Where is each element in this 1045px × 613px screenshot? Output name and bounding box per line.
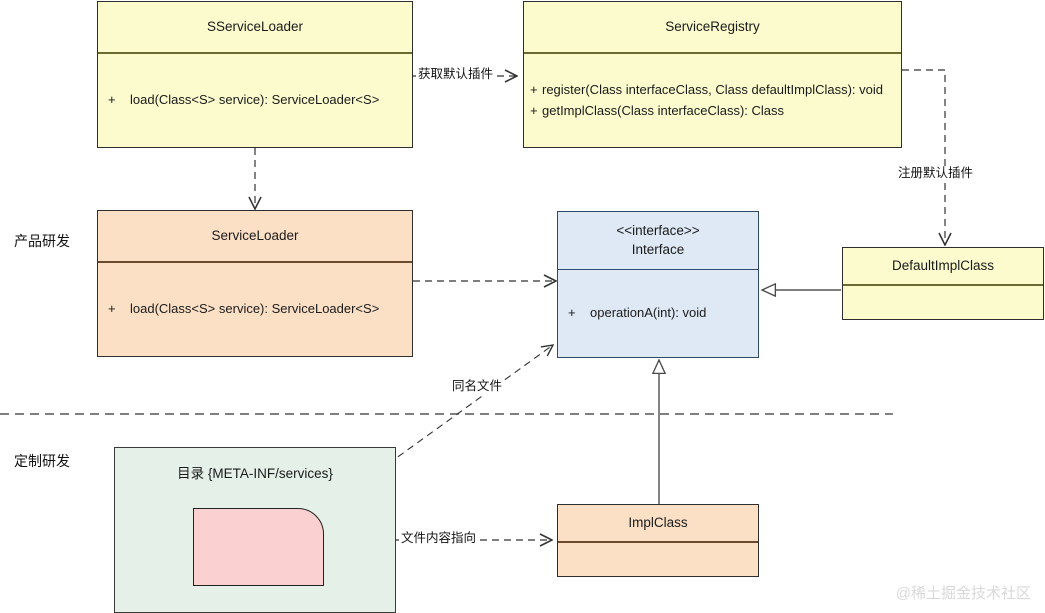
class-stereotype-interface: <<interface>> xyxy=(616,223,700,239)
class-header-impl-class: ImplClass xyxy=(558,505,758,543)
edge-label-file-content-points-to: 文件内容指向 xyxy=(399,531,479,546)
member-signature: operationA(int): void xyxy=(590,305,707,321)
class-member: + load(Class<S> service): ServiceLoader<… xyxy=(108,299,412,319)
member-signature: getImplClass(Class interfaceClass): Clas… xyxy=(542,102,785,118)
class-name-impl-class: ImplClass xyxy=(628,514,688,530)
class-members-service-loader: + load(Class<S> service): ServiceLoader<… xyxy=(98,263,412,356)
member-visibility: + xyxy=(108,301,116,317)
service-file-shape[interactable] xyxy=(193,508,324,586)
class-header-service-loader: ServiceLoader xyxy=(98,211,412,263)
member-visibility: + xyxy=(530,82,538,98)
class-header-sservice-loader: SServiceLoader xyxy=(98,2,412,54)
edge-label-register-default-plugin: 注册默认插件 xyxy=(896,166,976,181)
class-box-sservice-loader[interactable]: SServiceLoader + load(Class<S> service):… xyxy=(97,1,413,148)
class-members-interface: + operationA(int): void xyxy=(558,270,758,357)
class-box-default-impl-class[interactable]: DefaultImplClass xyxy=(842,247,1044,320)
class-header-interface: <<interface>> Interface xyxy=(558,212,758,270)
edge-label-get-default-plugin: 获取默认插件 xyxy=(416,67,496,82)
class-member: + load(Class<S> service): ServiceLoader<… xyxy=(108,90,412,110)
package-meta-inf-services[interactable]: 目录 {META-INF/services} xyxy=(114,447,396,613)
class-box-service-registry[interactable]: ServiceRegistry + register(Class interfa… xyxy=(523,1,902,148)
class-header-default-impl-class: DefaultImplClass xyxy=(843,248,1043,286)
class-members-default-impl-class xyxy=(843,286,1043,319)
member-signature: register(Class interfaceClass, Class def… xyxy=(542,82,884,98)
class-members-impl-class xyxy=(558,543,758,576)
class-member: + operationA(int): void xyxy=(568,303,758,323)
class-members-service-registry: + register(Class interfaceClass, Class d… xyxy=(524,54,901,147)
member-visibility: + xyxy=(530,102,538,118)
member-signature: load(Class<S> service): ServiceLoader<S> xyxy=(130,92,380,108)
member-signature: load(Class<S> service): ServiceLoader<S> xyxy=(130,301,380,317)
class-member: + register(Class interfaceClass, Class d… xyxy=(530,80,901,100)
lane-label-product-rd: 产品研发 xyxy=(14,233,70,249)
package-title: 目录 {META-INF/services} xyxy=(177,466,333,481)
class-name-service-loader: ServiceLoader xyxy=(211,227,299,243)
class-box-interface[interactable]: <<interface>> Interface + operationA(int… xyxy=(557,211,759,358)
edge-label-same-name-file: 同名文件 xyxy=(450,379,505,394)
class-member: + getImplClass(Class interfaceClass): Cl… xyxy=(530,101,901,121)
member-visibility: + xyxy=(108,92,116,108)
lane-label-custom-rd: 定制研发 xyxy=(14,453,70,469)
class-box-service-loader[interactable]: ServiceLoader + load(Class<S> service): … xyxy=(97,210,413,357)
class-members-sservice-loader: + load(Class<S> service): ServiceLoader<… xyxy=(98,54,412,147)
class-name-sservice-loader: SServiceLoader xyxy=(206,18,304,34)
class-name-service-registry: ServiceRegistry xyxy=(665,18,760,34)
class-box-impl-class[interactable]: ImplClass xyxy=(557,504,759,577)
class-name-default-impl-class: DefaultImplClass xyxy=(891,257,995,273)
class-name-interface: Interface xyxy=(631,241,685,257)
member-visibility: + xyxy=(568,305,576,321)
edge-register-default-plugin xyxy=(902,69,945,245)
class-header-service-registry: ServiceRegistry xyxy=(524,2,901,54)
watermark: @稀土掘金技术社区 xyxy=(895,585,1031,602)
